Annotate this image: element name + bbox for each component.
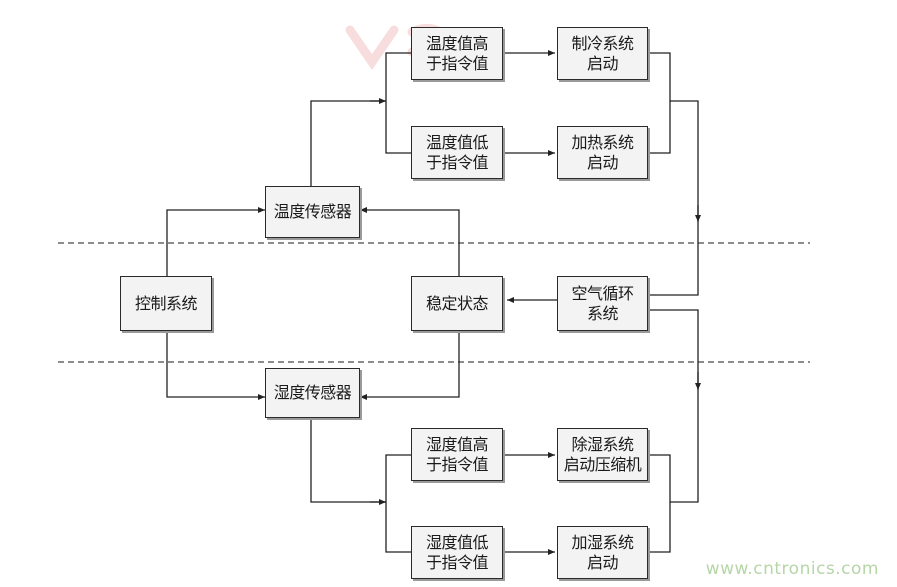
- edge-cooling-to-air: [648, 52, 699, 296]
- control-system-node: 控制系统: [120, 276, 212, 331]
- edge-heating-to-air: [648, 101, 671, 154]
- edge-branch-temp-higher: [385, 52, 411, 101]
- edge-stable-to-temp-sensor: [360, 207, 460, 276]
- heating-start-node: 加热系统 启动: [557, 126, 648, 179]
- edge-branch-temp-lower: [385, 101, 411, 154]
- temp-higher-node: 温度值高 于指令值: [411, 27, 503, 80]
- cooling-start-node: 制冷系统 启动: [557, 27, 648, 80]
- edge-dehumid-to-air: [648, 309, 699, 503]
- stable-state-node: 稳定状态: [411, 276, 503, 331]
- edge-humidity-sensor-to-branches: [310, 418, 386, 503]
- edge-temp-sensor-to-branches: [310, 100, 386, 186]
- edge-control-to-humidity-sensor: [164, 324, 265, 400]
- humid-higher-node: 湿度值高 于指令值: [411, 428, 503, 481]
- site-watermark: www.cntronics.com: [705, 559, 879, 579]
- temp-lower-node: 温度值低 于指令值: [411, 126, 503, 179]
- humid-lower-node: 湿度值低 于指令值: [411, 526, 503, 579]
- humidity-sensor-node: 湿度传感器: [265, 368, 360, 418]
- air-circulation-node: 空气循环 系统: [557, 276, 648, 331]
- edge-branch-humid-lower: [385, 502, 411, 553]
- edge-control-to-temp-sensor: [164, 207, 265, 283]
- dehumidify-start-node: 除湿系统 启动压缩机: [557, 428, 648, 481]
- edge-branch-humid-higher: [385, 454, 411, 502]
- temperature-sensor-node: 温度传感器: [265, 186, 360, 238]
- edge-humidify-to-air: [648, 502, 671, 553]
- edge-stable-to-humidity-sensor: [360, 331, 460, 400]
- humidify-start-node: 加湿系统 启动: [557, 526, 648, 579]
